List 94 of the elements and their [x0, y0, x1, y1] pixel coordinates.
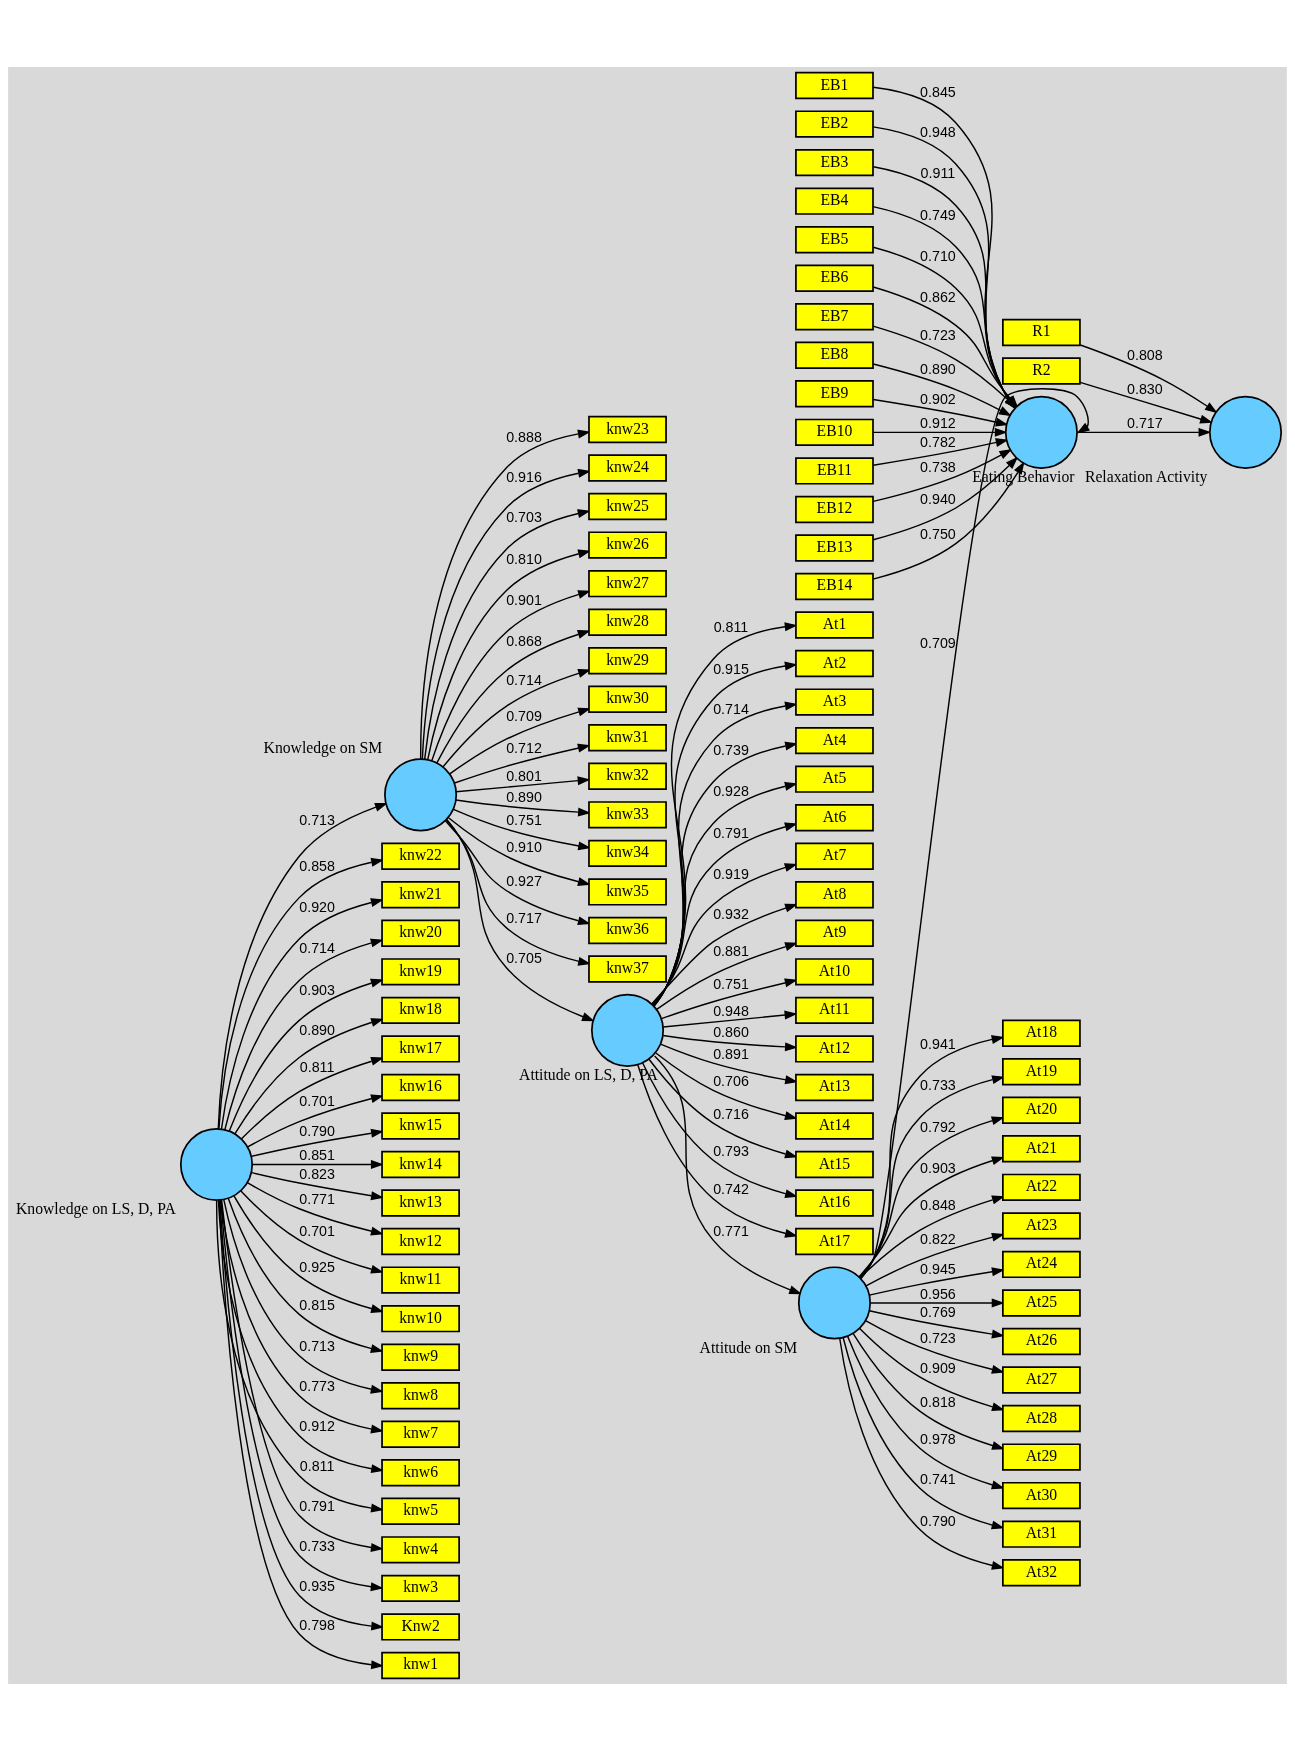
edge-label: 0.738	[920, 458, 956, 475]
edge-label: 0.709	[920, 634, 956, 651]
edge-label: 0.791	[713, 824, 749, 841]
edge-label: 0.808	[1127, 346, 1163, 363]
edge-label: 0.706	[713, 1072, 749, 1089]
edge-label: 0.862	[920, 288, 956, 305]
edge-label: 0.717	[1127, 414, 1163, 431]
edge-label: 0.902	[920, 390, 956, 407]
node-label: Knowledge on LS, D, PA	[15, 1199, 176, 1217]
edge-label: 0.791	[299, 1497, 335, 1514]
edge-label: 0.978	[920, 1430, 956, 1447]
edge-label: 0.710	[920, 247, 956, 264]
edge-label: 0.769	[920, 1303, 956, 1320]
edge-label: 0.890	[506, 788, 542, 805]
edge-label: 0.909	[920, 1359, 956, 1376]
edge-label: 0.845	[920, 83, 956, 100]
edge-label: 0.948	[920, 123, 956, 140]
node-label: Attitude on SM	[699, 1338, 798, 1356]
edge-label: 0.851	[299, 1146, 335, 1163]
edge-label: 0.911	[920, 164, 956, 181]
edge-label: 0.927	[506, 872, 542, 889]
edge-label: 0.891	[713, 1045, 749, 1062]
edge-label: 0.701	[299, 1222, 335, 1239]
edge-label: 0.773	[299, 1377, 335, 1394]
edge-label: 0.810	[506, 550, 542, 567]
edge-label: 0.811	[299, 1058, 335, 1075]
edge-label: 0.751	[713, 975, 749, 992]
edge-label: 0.830	[1127, 380, 1163, 397]
edge-label: 0.822	[920, 1230, 956, 1247]
edge-label: 0.714	[506, 671, 542, 688]
edge-label: 0.712	[506, 739, 542, 756]
edge-label: 0.742	[713, 1180, 749, 1197]
edge-label: 0.940	[920, 490, 956, 507]
edge-label: 0.717	[506, 909, 542, 926]
edge-label: 0.890	[920, 360, 956, 377]
edge-label: 0.823	[299, 1165, 335, 1182]
edge-label: 0.790	[920, 1512, 956, 1529]
edge-label: 0.903	[299, 981, 335, 998]
edge-label: 0.912	[299, 1417, 335, 1434]
edge-label: 0.714	[713, 700, 749, 717]
edge-label: 0.868	[506, 632, 542, 649]
edge-label: 0.858	[299, 857, 335, 873]
edge-label: 0.912	[920, 414, 956, 431]
edge-label: 0.815	[299, 1296, 335, 1313]
edge-label: 0.709	[506, 707, 542, 724]
edge-label: 0.919	[713, 865, 749, 882]
edge-label: 0.916	[506, 468, 542, 485]
edge-label: 0.751	[506, 811, 542, 828]
edge-label: 0.771	[713, 1222, 749, 1239]
edge-label: 0.945	[920, 1260, 956, 1277]
edge-label: 0.848	[920, 1196, 956, 1213]
edge-label: 0.790	[299, 1122, 335, 1139]
edge-label: 0.941	[920, 1035, 956, 1052]
edge-label: 0.741	[920, 1470, 956, 1487]
edge-label: 0.733	[299, 1537, 335, 1554]
edge-label: 0.925	[299, 1258, 335, 1275]
edge-label: 0.750	[920, 525, 956, 542]
edge-label: 0.818	[920, 1393, 956, 1410]
edge-label: 0.792	[920, 1118, 956, 1135]
edge-label: 0.703	[506, 508, 542, 525]
edge-label: 0.901	[506, 591, 542, 608]
edge-label: 0.890	[299, 1021, 335, 1038]
edge-label: 0.811	[299, 1457, 335, 1474]
edge-label: 0.705	[506, 949, 542, 966]
edge-label: 0.888	[506, 428, 542, 445]
edge-label: 0.701	[299, 1092, 335, 1109]
edge-label: 0.714	[299, 939, 335, 956]
edge-label: 0.771	[299, 1190, 335, 1207]
edge-label: 0.739	[713, 741, 749, 758]
edge-label: 0.713	[299, 1337, 335, 1354]
edge-label: 0.932	[713, 905, 749, 922]
edge-label: 0.723	[920, 326, 956, 343]
edge-label: 0.798	[299, 1616, 335, 1633]
edge-label: 0.713	[299, 811, 335, 828]
edge-label: 0.915	[713, 660, 749, 677]
edge-label: 0.716	[713, 1105, 749, 1122]
edge-label: 0.860	[713, 1023, 749, 1040]
edge-label: 0.733	[920, 1076, 956, 1093]
edge-label: 0.723	[920, 1329, 956, 1346]
edge-label: 0.811	[713, 618, 749, 635]
edge-label: 0.928	[713, 782, 749, 799]
node-label: Knowledge on SM	[263, 738, 383, 756]
edge-label: 0.749	[920, 206, 956, 223]
edge-label: 0.948	[713, 1002, 749, 1019]
edge-label: 0.956	[920, 1285, 956, 1302]
edge-label: 0.935	[299, 1577, 335, 1594]
edge-label: 0.903	[920, 1159, 956, 1176]
edge-label: 0.910	[506, 838, 542, 855]
node-label: Relaxation Activity	[1084, 467, 1208, 485]
edge-label: 0.782	[920, 433, 956, 450]
edge-label: 0.801	[506, 767, 542, 784]
edge-label: 0.920	[299, 898, 335, 915]
edge-label: 0.881	[713, 942, 749, 959]
edge-label: 0.793	[713, 1142, 749, 1159]
